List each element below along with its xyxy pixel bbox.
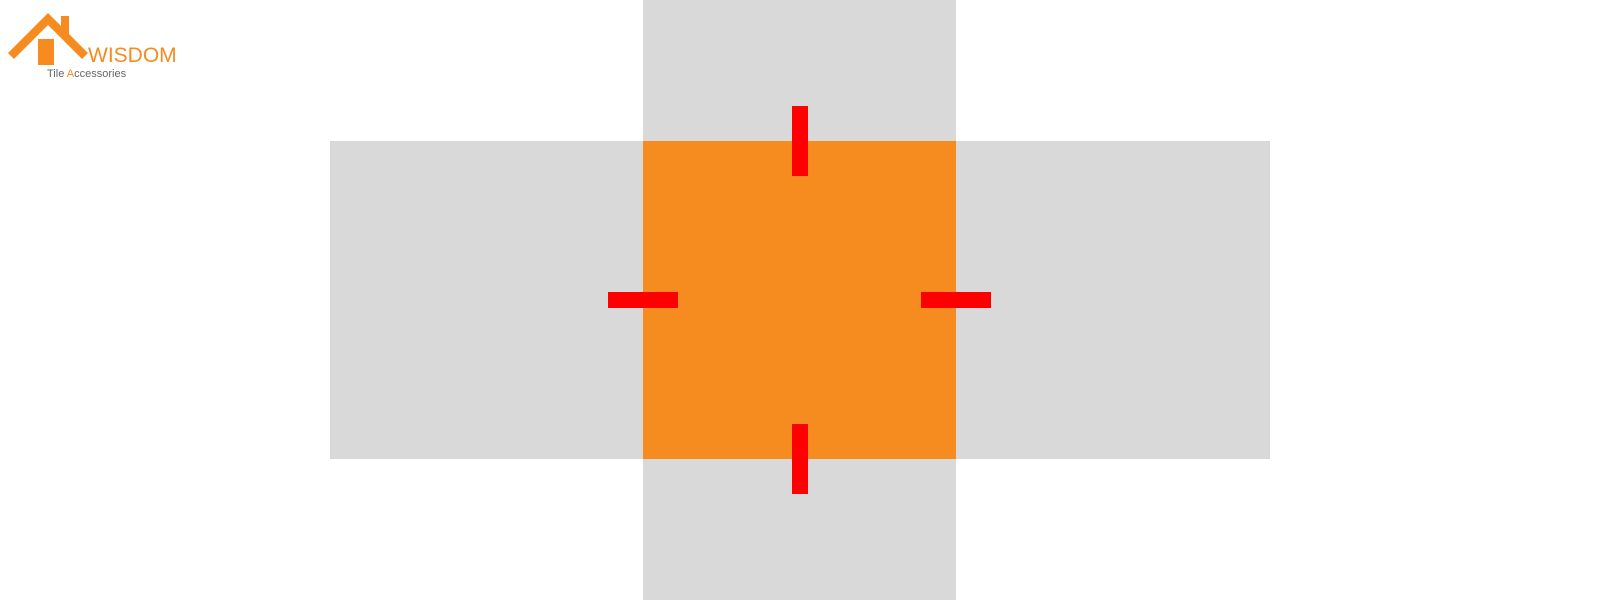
house-roof-icon (8, 13, 88, 65)
right-tile (956, 141, 1270, 459)
center-tile (643, 141, 956, 459)
spacer-left (608, 292, 678, 308)
brand-logo: WISDOM Tile Accessories (8, 10, 188, 84)
brand-tagline-rest: ccessories (74, 68, 127, 80)
brand-tagline-mark: A (66, 68, 75, 80)
spacer-top (792, 106, 808, 176)
spacer-bottom (792, 424, 808, 494)
left-tile (330, 141, 643, 459)
brand-name: WISDOM (88, 44, 177, 67)
brand-tagline: Tile Accessories (47, 67, 126, 81)
brand-tagline-first: Tile (47, 68, 67, 80)
spacer-right (921, 292, 991, 308)
